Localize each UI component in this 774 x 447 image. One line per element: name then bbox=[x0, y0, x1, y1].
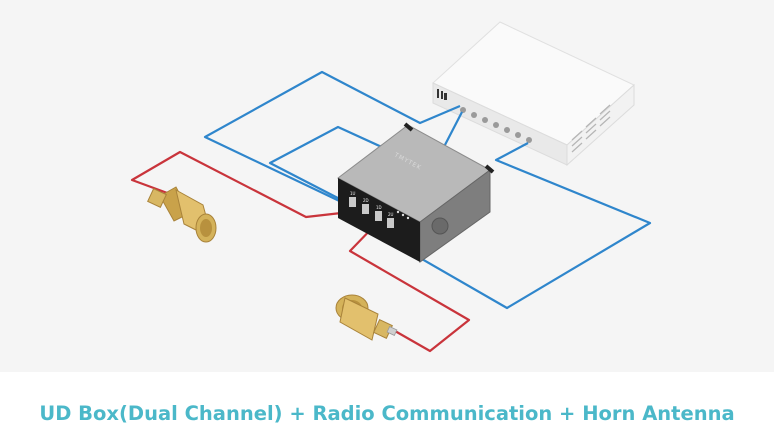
ud-box: TMYTEK 1U 2D 1D 2U bbox=[337, 122, 495, 263]
port-label-1: 1U bbox=[350, 191, 356, 196]
connection-diagram: TMYTEK 1U 2D 1D 2U bbox=[130, 21, 652, 353]
red-cable-1 bbox=[130, 150, 351, 219]
diagram-caption: UD Box(Dual Channel) + Radio Communicati… bbox=[39, 402, 735, 425]
red-cable-2 bbox=[348, 221, 471, 353]
port-label-4: 2U bbox=[388, 212, 394, 217]
port-label-3: 1D bbox=[376, 205, 382, 210]
radio-vents bbox=[571, 104, 611, 153]
ud-box-ports: 1U 2D 1D 2U bbox=[349, 191, 410, 228]
blue-cable-1 bbox=[203, 70, 461, 208]
radio-unit bbox=[432, 21, 635, 167]
blue-cable-3 bbox=[374, 142, 652, 310]
horn-antenna-icon bbox=[147, 186, 217, 243]
fan-vent-icon bbox=[431, 217, 449, 235]
port-label-2: 2D bbox=[363, 198, 369, 203]
horn-antenna-icon-2 bbox=[335, 294, 398, 341]
red-cables bbox=[130, 150, 471, 353]
radio-ports bbox=[460, 107, 532, 143]
diagram-area: TMYTEK 1U 2D 1D 2U bbox=[130, 21, 652, 353]
